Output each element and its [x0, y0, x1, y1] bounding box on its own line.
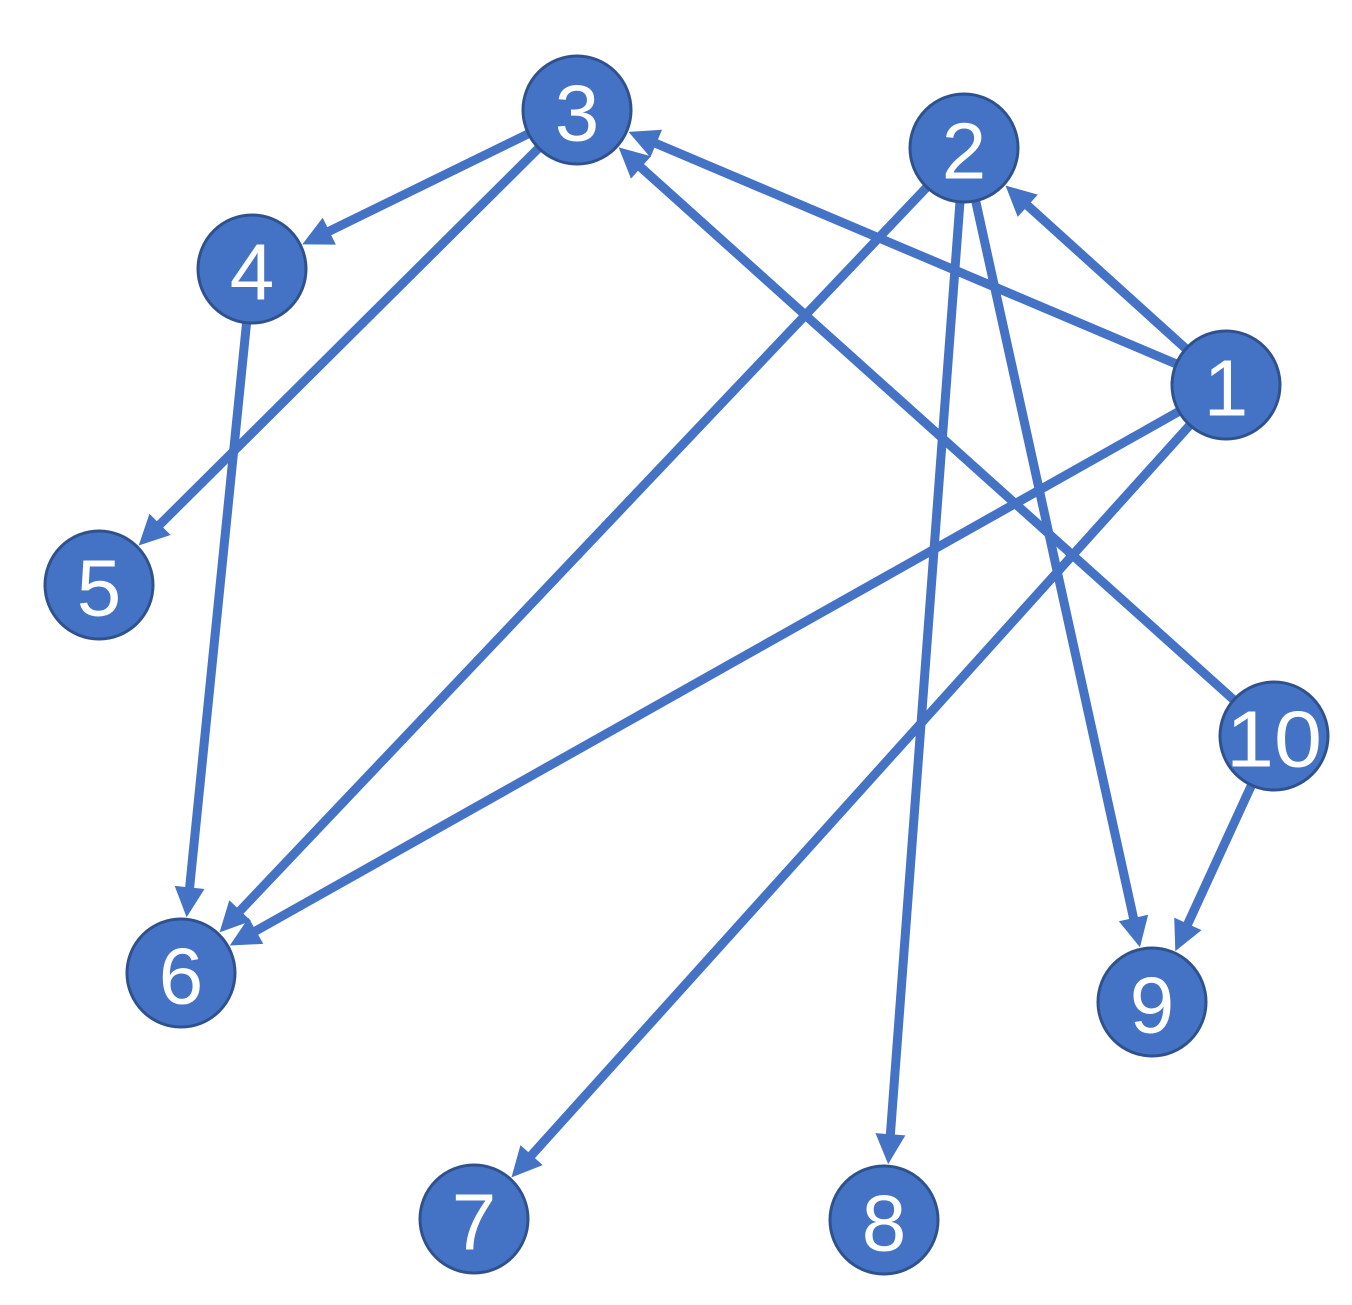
arrowhead [302, 217, 336, 245]
edge-1-to-3 [628, 129, 1179, 369]
edge-1-to-7 [511, 422, 1194, 1178]
node-circle [43, 529, 155, 641]
arrowhead [219, 900, 252, 933]
edge-line [235, 184, 931, 916]
arrowhead [628, 129, 663, 158]
edge-line [325, 129, 531, 237]
node-label: 10 [1226, 695, 1322, 784]
node-circle [828, 1164, 940, 1276]
edge-2-to-6 [219, 184, 931, 933]
arrowhead [138, 513, 171, 546]
edge-line [155, 144, 542, 529]
node-circle [1096, 946, 1208, 1058]
node-circle [125, 917, 237, 1029]
edge-2-to-9 [971, 199, 1149, 948]
node-2: 2 [908, 92, 1020, 204]
node-9: 9 [1096, 946, 1208, 1058]
edges-layer [138, 129, 1256, 1178]
node-7: 7 [418, 1163, 530, 1275]
edge-line [636, 162, 1237, 704]
node-3: 3 [521, 54, 633, 166]
node-label: 9 [1130, 961, 1175, 1050]
node-label: 3 [555, 69, 600, 158]
node-label: 8 [862, 1179, 907, 1268]
edge-line [1182, 783, 1256, 928]
nodes-layer: 1 2 3 4 5 6 7 8 9 10 [43, 54, 1330, 1276]
edge-line [1023, 201, 1189, 353]
edge-line [526, 422, 1194, 1160]
node-circle [196, 213, 308, 325]
node-5: 5 [43, 529, 155, 641]
edge-1-to-6 [229, 407, 1182, 946]
edge-3-to-4 [302, 129, 531, 245]
arrowhead [1118, 914, 1149, 948]
node-label: 2 [942, 107, 987, 196]
arrowhead [618, 147, 652, 179]
edge-line [971, 199, 1139, 921]
node-1: 1 [1170, 329, 1282, 441]
edge-4-to-6 [174, 322, 252, 918]
node-6: 6 [125, 917, 237, 1029]
arrowhead [875, 1133, 906, 1165]
arrowhead [229, 917, 264, 946]
node-4: 4 [196, 213, 308, 325]
edge-10-to-9 [1174, 783, 1256, 952]
node-8: 8 [828, 1164, 940, 1276]
node-circle [908, 92, 1020, 204]
node-label: 6 [159, 932, 204, 1021]
edge-line [652, 138, 1179, 369]
node-circle [418, 1163, 530, 1275]
edge-line [184, 322, 252, 890]
node-label: 4 [230, 228, 275, 317]
arrowhead [174, 885, 205, 918]
edge-3-to-5 [138, 144, 542, 546]
node-10: 10 [1218, 680, 1330, 792]
node-label: 7 [452, 1178, 497, 1267]
node-label: 5 [77, 544, 122, 633]
edge-line [885, 201, 965, 1137]
edge-10-to-3 [618, 147, 1237, 704]
node-circle [521, 54, 633, 166]
edge-2-to-8 [875, 201, 965, 1165]
arrowhead [1005, 185, 1038, 217]
node-label: 1 [1204, 344, 1249, 433]
arrowhead [511, 1145, 543, 1178]
node-circle [1218, 680, 1330, 792]
edge-line [252, 407, 1182, 936]
node-circle [1170, 329, 1282, 441]
arrowhead [1174, 917, 1202, 952]
edge-1-to-2 [1005, 185, 1189, 353]
